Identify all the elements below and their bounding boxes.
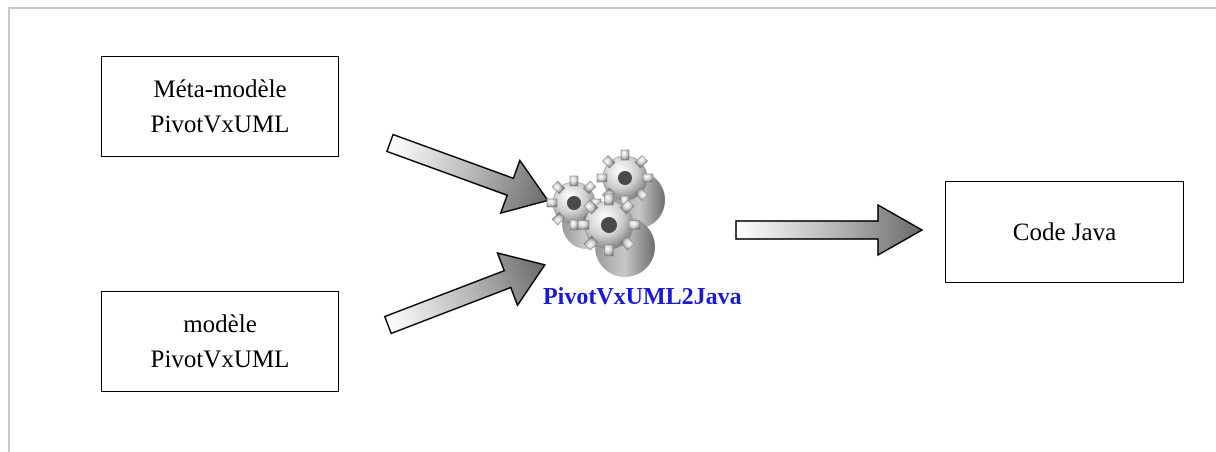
gears-icon xyxy=(546,149,665,277)
diagram-frame xyxy=(8,7,1216,452)
meta-model-line1: Méta-modèle xyxy=(153,75,287,103)
model-box: modèle PivotVxUML xyxy=(101,291,339,392)
arrow-model-to-gears xyxy=(383,251,547,335)
transformation-label: PivotVxUML2Java xyxy=(543,284,742,310)
arrow-gears-to-code xyxy=(735,203,924,257)
code-java-label: Code Java xyxy=(1012,218,1117,246)
meta-model-box: Méta-modèle PivotVxUML xyxy=(101,56,339,157)
arrow-meta-to-gears xyxy=(385,133,550,215)
model-line1: modèle xyxy=(183,310,257,338)
code-java-box: Code Java xyxy=(945,181,1184,283)
model-line2: PivotVxUML xyxy=(150,345,290,373)
meta-model-line2: PivotVxUML xyxy=(150,110,290,138)
